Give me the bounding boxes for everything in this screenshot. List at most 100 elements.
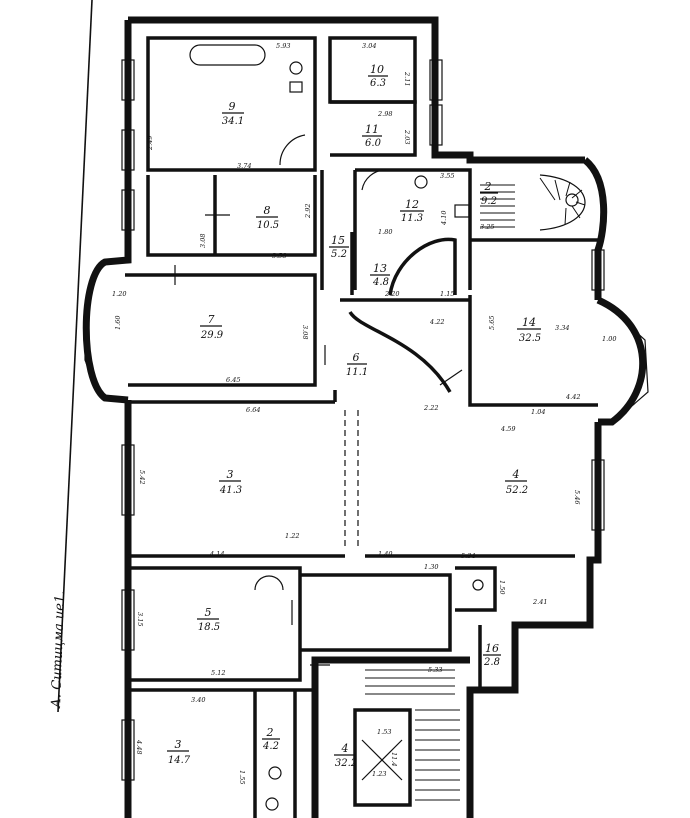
svg-text:6.0: 6.0	[365, 138, 382, 149]
svg-text:18.5: 18.5	[198, 622, 220, 633]
room-label-12: 12 11.3	[400, 198, 424, 224]
dimension: 6.64	[246, 406, 260, 414]
room-label-2-top: 29.2	[480, 180, 498, 207]
dimension: 5.65	[488, 316, 496, 330]
dimension: 3.04	[362, 42, 376, 50]
dimension: 5.33	[428, 666, 442, 674]
dimension: 3.74	[237, 162, 251, 170]
dimension: 1.30	[424, 563, 438, 571]
room-label-4-lower: 432.2	[334, 742, 357, 769]
stair-lower	[361, 669, 460, 801]
svg-text:8: 8	[264, 204, 271, 217]
room-label-8: 810.5	[256, 204, 279, 231]
svg-text:7: 7	[208, 313, 215, 326]
svg-text:3: 3	[227, 468, 234, 481]
room-label-4: 452.2	[505, 468, 528, 496]
room-label-9: 934.1	[222, 100, 244, 127]
dimension: 1.23	[372, 770, 386, 778]
svg-text:4.2: 4.2	[262, 741, 279, 752]
room-label-2-lower: 24.2	[262, 726, 280, 752]
dimension: 1.20	[112, 290, 126, 298]
room-label-15: 155.2	[329, 234, 349, 260]
dimension: 1.00	[602, 335, 616, 343]
room-label-7: 729.9	[200, 313, 224, 341]
dimension: 4.42	[565, 393, 580, 401]
dimension: 4.59	[500, 425, 515, 433]
room-label-5: 518.5	[197, 606, 220, 633]
dimension: 1.60	[114, 316, 122, 330]
street-label: А. Ситицма ие1.	[49, 590, 68, 709]
dimension: 4.10	[440, 211, 448, 226]
svg-text:12: 12	[405, 198, 419, 211]
room-label-13: 134.8	[370, 262, 390, 288]
svg-text:6: 6	[353, 351, 360, 364]
room-label-3-lower: 314.7	[167, 738, 191, 766]
dimension-labels: 5.93 3.04 2.11 2.98 2.03 2.49 3.74 3.55 …	[112, 42, 616, 784]
dimension: 3.15	[136, 612, 144, 626]
street-line	[57, 0, 93, 713]
svg-text:10: 10	[370, 63, 384, 76]
svg-text:15: 15	[331, 234, 345, 247]
dimension: 3.25	[480, 223, 494, 231]
dimension: 3.34	[555, 324, 569, 332]
doors	[174, 214, 463, 666]
svg-text:3: 3	[175, 738, 182, 751]
svg-text:5: 5	[205, 606, 212, 619]
dimension: 3.08	[199, 234, 207, 248]
dimension: 5.34	[461, 552, 475, 560]
svg-text:9: 9	[229, 100, 236, 113]
dimension: 3.58	[272, 252, 286, 260]
svg-text:4: 4	[512, 468, 520, 481]
svg-text:11.3: 11.3	[401, 213, 423, 224]
svg-text:16: 16	[485, 642, 499, 655]
svg-text:9.2: 9.2	[481, 196, 497, 207]
svg-text:52.2: 52.2	[506, 485, 528, 496]
dimension: 1.80	[378, 228, 392, 236]
svg-text:14: 14	[522, 316, 536, 329]
exterior-walls	[82, 16, 646, 818]
dimension: 1.22	[285, 532, 299, 540]
dimension: 2.03	[403, 129, 411, 144]
svg-text:11.1: 11.1	[346, 367, 368, 378]
dimension: 3.40	[191, 696, 205, 704]
svg-text:32.5: 32.5	[519, 333, 541, 344]
svg-text:2: 2	[484, 180, 492, 193]
svg-text:4: 4	[341, 742, 349, 755]
dimension: 2.98	[377, 110, 392, 118]
svg-text:2: 2	[266, 726, 274, 739]
room-label-14: 14 32.5	[517, 316, 541, 344]
room-label-10: 106.3	[368, 63, 388, 89]
room-label-6: 611.1	[346, 351, 368, 378]
dimension: 5.93	[276, 42, 290, 50]
dimension: 1.04	[531, 408, 545, 416]
dimension: 3.55	[440, 172, 454, 180]
dimension: 5.42	[138, 470, 146, 484]
dimension: 11.4	[390, 752, 398, 766]
dimension: 2.92	[304, 204, 312, 219]
fixtures	[189, 44, 484, 811]
svg-text:14.7: 14.7	[168, 755, 191, 766]
dimension: 5.12	[211, 669, 225, 677]
dimension: 2.41	[532, 598, 547, 606]
dimension: 4.22	[429, 318, 444, 326]
room-label-16: 162.8	[483, 642, 501, 668]
room-label-3: 341.3	[219, 468, 242, 496]
dimension: 2.49	[146, 136, 154, 151]
svg-text:32.2: 32.2	[335, 758, 357, 769]
svg-text:13: 13	[373, 262, 387, 275]
dimension: 1.15	[440, 290, 454, 298]
windows	[84, 59, 649, 781]
dimension: 1.40	[378, 550, 392, 558]
svg-text:10.5: 10.5	[257, 220, 279, 231]
svg-text:6.3: 6.3	[370, 78, 386, 89]
dimension: 2.11	[403, 71, 411, 86]
svg-text:29.9: 29.9	[200, 330, 224, 341]
svg-text:2.8: 2.8	[483, 657, 500, 668]
dimension: 4.48	[135, 739, 143, 754]
room-label-11: 116.0	[362, 123, 382, 149]
dimension: 5.46	[573, 490, 581, 504]
dimension: 3.08	[301, 325, 309, 339]
dimension: 1.55	[238, 770, 246, 784]
stair-upper	[480, 174, 586, 231]
